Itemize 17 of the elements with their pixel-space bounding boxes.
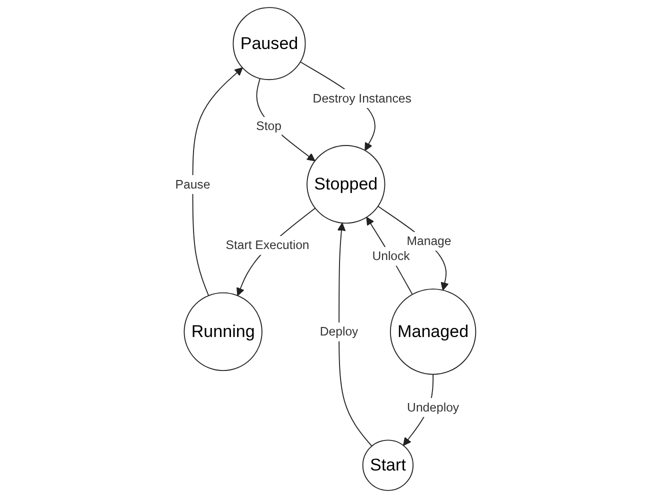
node-circle: Running [184, 292, 262, 372]
edge-label: Start Execution [226, 238, 310, 252]
edge-label: Unlock [372, 248, 410, 263]
edge-label: Stop [256, 118, 282, 133]
arrow [192, 67, 243, 296]
node-circle: Start [362, 440, 414, 491]
edge-label: Destroy Instances [312, 90, 412, 106]
edge-label: Manage [406, 234, 452, 248]
node-circle: Managed [390, 288, 476, 375]
arrow [337, 222, 372, 447]
edge-label: Deploy [320, 324, 358, 339]
node-circle: Stopped [306, 145, 386, 224]
node-circle: Paused [232, 7, 306, 80]
edge-label: Undeploy [407, 400, 460, 414]
arrow [256, 78, 316, 162]
edge-label: Pause [175, 177, 210, 192]
arrow [366, 216, 413, 295]
